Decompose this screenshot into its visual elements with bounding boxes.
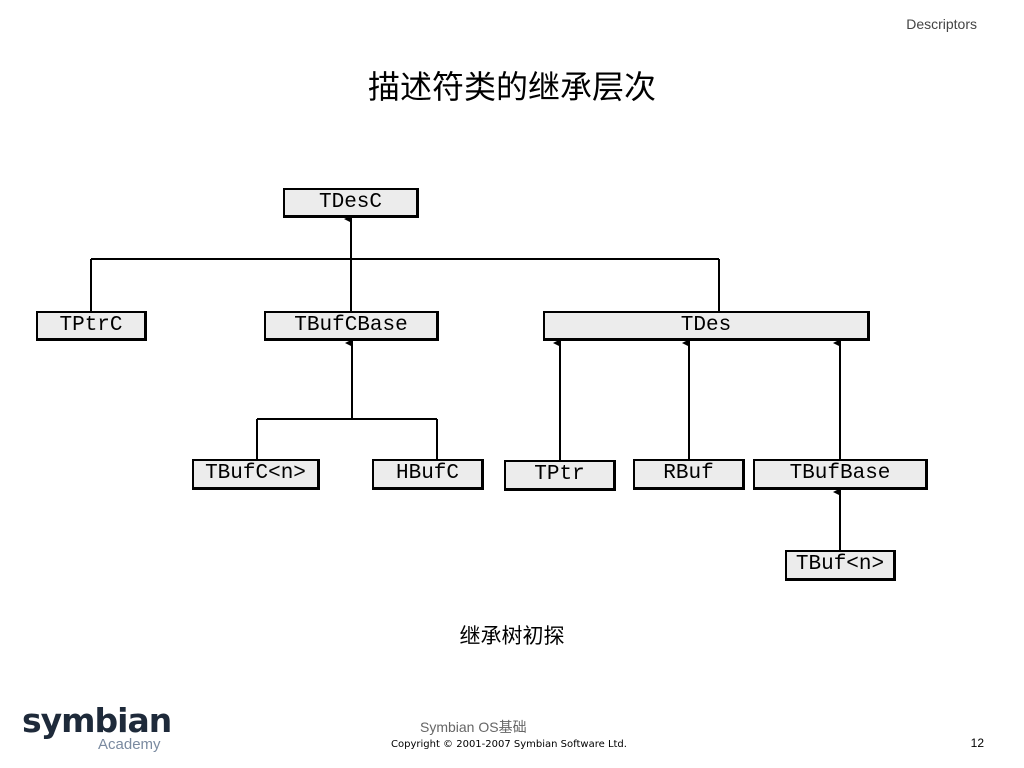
symbian-academy-logo: symbian Academy — [22, 701, 172, 754]
header-tag: Descriptors — [906, 16, 977, 32]
node-tbufc-n: TBufC<n> — [192, 459, 320, 490]
node-tptr: TPtr — [504, 460, 616, 491]
node-tptrc: TPtrC — [36, 311, 147, 341]
node-tbuf-n: TBuf<n> — [785, 550, 896, 581]
diagram-caption: 继承树初探 — [459, 624, 565, 648]
page-number: 12 — [970, 736, 984, 750]
logo-sub: Academy — [98, 736, 161, 753]
slide-title: 描述符类的继承层次 — [367, 68, 656, 106]
footer-course: Symbian OS基础 — [420, 719, 527, 735]
node-hbufc: HBufC — [372, 459, 484, 490]
logo-brand: symbian — [22, 701, 172, 740]
node-tbufbase: TBufBase — [753, 459, 928, 490]
node-rbuf: RBuf — [633, 459, 745, 490]
node-tdes: TDes — [543, 311, 870, 341]
footer-copyright: Copyright © 2001-2007 Symbian Software L… — [391, 739, 627, 750]
node-tdesc: TDesC — [283, 188, 419, 218]
node-tbufcbase: TBufCBase — [264, 311, 439, 341]
